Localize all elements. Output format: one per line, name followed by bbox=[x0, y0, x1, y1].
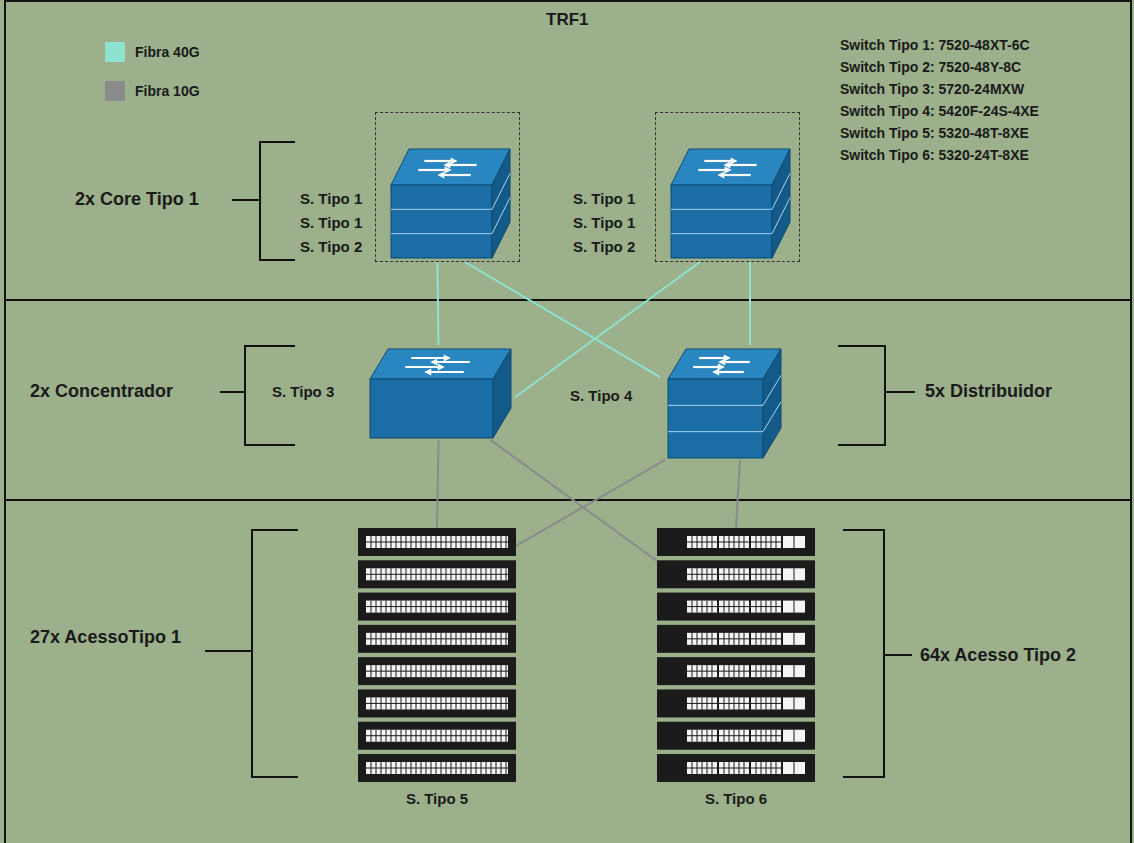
bracket bbox=[843, 530, 912, 777]
switch-model-note: Switch Tipo 5: 5320-48T-8XE bbox=[840, 125, 1029, 142]
core-switch-stack: S. Tipo 1S. Tipo 1S. Tipo 2 bbox=[375, 112, 520, 262]
switch-icon bbox=[383, 145, 514, 260]
fiber-link bbox=[736, 460, 740, 528]
frame bbox=[5, 1, 1131, 843]
legend-swatch bbox=[105, 42, 125, 62]
switch-type-label: S. Tipo 1 bbox=[573, 190, 635, 208]
switch-type-label: S. Tipo 4 bbox=[570, 387, 632, 405]
bracket bbox=[838, 346, 915, 445]
switch-model-note: Switch Tipo 4: 5420F-24S-4XE bbox=[840, 103, 1039, 120]
distributor-switch: S. Tipo 4 bbox=[660, 345, 785, 460]
access-switch-stack bbox=[657, 528, 815, 782]
switch-model-note: Switch Tipo 3: 5720-24MXW bbox=[840, 81, 1024, 98]
switch-type-label: S. Tipo 1 bbox=[573, 214, 635, 232]
switch-model-note: Switch Tipo 2: 7520-48Y-8C bbox=[840, 59, 1021, 76]
switch-type-label: S. Tipo 3 bbox=[272, 383, 334, 401]
access-stack: S. Tipo 5 bbox=[358, 528, 516, 782]
switch-icon bbox=[660, 345, 785, 460]
icon-frame bbox=[383, 145, 514, 260]
switch-type-label: S. Tipo 5 bbox=[406, 790, 468, 808]
group-label: 2x Core Tipo 1 bbox=[75, 189, 199, 211]
fiber-link bbox=[516, 460, 665, 546]
switch-type-label: S. Tipo 1 bbox=[300, 190, 362, 208]
switch-model-note: Switch Tipo 1: 7520-48XT-6C bbox=[840, 37, 1030, 54]
switch-type-label: S. Tipo 2 bbox=[300, 238, 362, 256]
legend-swatch bbox=[105, 81, 125, 101]
group-label: 27x AcessoTipo 1 bbox=[30, 627, 181, 649]
group-label: 64x Acesso Tipo 2 bbox=[920, 645, 1076, 667]
band-divider bbox=[5, 299, 1131, 301]
switch-type-label: S. Tipo 1 bbox=[300, 214, 362, 232]
fiber-link bbox=[437, 262, 438, 345]
legend-text: Fibra 10G bbox=[135, 83, 200, 100]
access-switch-stack bbox=[358, 528, 516, 782]
legend-text: Fibra 40G bbox=[135, 44, 200, 61]
core-switch-stack: S. Tipo 1S. Tipo 1S. Tipo 2 bbox=[655, 112, 800, 262]
switch-icon bbox=[663, 145, 794, 260]
switch-icon bbox=[362, 345, 515, 440]
diagram-title: TRF1 bbox=[546, 10, 589, 30]
switch-model-note: Switch Tipo 6: 5320-24T-8XE bbox=[840, 147, 1029, 164]
concentrator-switch: S. Tipo 3 bbox=[362, 345, 515, 440]
group-label: 2x Concentrador bbox=[30, 381, 173, 403]
fiber-link bbox=[749, 262, 751, 345]
bracket bbox=[205, 530, 298, 777]
icon-frame bbox=[663, 145, 794, 260]
bracket bbox=[232, 142, 295, 260]
access-stack: S. Tipo 6 bbox=[657, 528, 815, 782]
group-label: 5x Distribuidor bbox=[925, 381, 1052, 403]
switch-type-label: S. Tipo 6 bbox=[705, 790, 767, 808]
switch-type-label: S. Tipo 2 bbox=[573, 238, 635, 256]
band-divider bbox=[5, 499, 1131, 501]
fiber-link bbox=[437, 440, 439, 528]
